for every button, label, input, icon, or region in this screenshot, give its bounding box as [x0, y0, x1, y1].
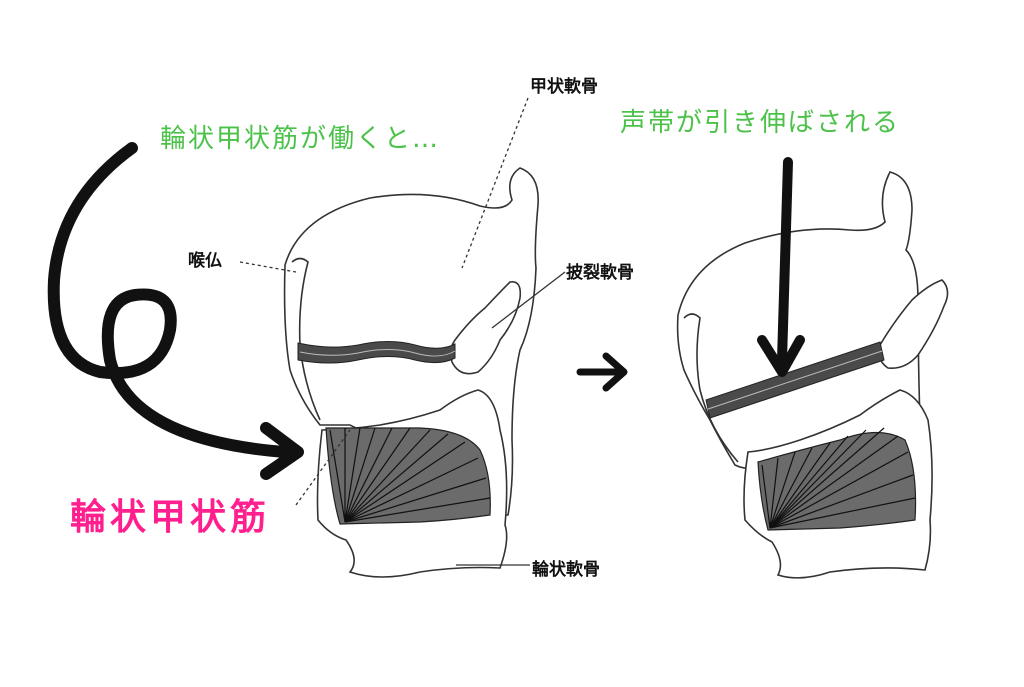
muscle-fiber: [344, 457, 479, 523]
cricothyroid-muscle-right: [757, 427, 917, 531]
muscle-fiber: [769, 451, 909, 529]
down-arrow-head: [757, 335, 805, 377]
curly-arrow: [47, 142, 291, 458]
muscle-fiber: [344, 427, 411, 523]
vocal-fold-left: [297, 341, 456, 364]
muscle-fiber: [769, 474, 914, 529]
vocal-fold-right-line: [707, 350, 883, 410]
muscle-fiber: [769, 451, 796, 529]
muscle-fiber: [344, 429, 431, 523]
muscle-fiber: [769, 447, 813, 529]
muscle-fiber: [344, 427, 393, 523]
muscle-fiber: [344, 433, 449, 523]
arytenoid-cartilage-left: [449, 281, 522, 375]
transition-arrow: [576, 352, 628, 392]
muscle-fiber: [769, 429, 867, 529]
vocal-fold-left-line: [299, 349, 456, 357]
muscle-fiber: [769, 435, 849, 529]
muscle-name-label: 輪状甲状筋: [70, 497, 271, 538]
thyroid-front-ridge-left: [291, 257, 321, 421]
thyroid-front-ridge-right: [683, 313, 739, 463]
muscle-fiber: [769, 497, 916, 529]
leader-thyroid: [461, 97, 529, 269]
cricothyroid-muscle-left: [325, 427, 491, 525]
leader-arytenoid: [491, 271, 566, 329]
muscle-fiber: [769, 442, 831, 529]
label-arytenoid-cartilage: 披裂軟骨: [566, 263, 634, 283]
arytenoid-cartilage-right: [878, 279, 949, 370]
label-thyroid-cartilage: 甲状軟骨: [530, 77, 598, 97]
down-arrow: [777, 157, 793, 365]
muscle-fiber: [329, 429, 346, 523]
curly-arrow-head: [260, 422, 304, 480]
muscle-fiber: [344, 427, 361, 523]
muscle-fiber: [769, 435, 899, 529]
muscle-fiber: [769, 457, 779, 529]
label-cricoid-cartilage: 輪状軟骨: [532, 560, 600, 580]
muscle-fiber: [344, 497, 491, 523]
muscle-fiber: [344, 427, 376, 523]
leader-lines: [239, 97, 566, 566]
muscle-fiber: [769, 427, 885, 529]
caption-left: 輪状甲状筋が働くと…: [160, 124, 441, 154]
muscle-fiber: [344, 477, 487, 523]
label-adams-apple: 喉仏: [188, 251, 222, 271]
muscle-fiber: [344, 441, 466, 523]
caption-right: 声帯が引き伸ばされる: [620, 108, 901, 138]
muscle-fiber: [761, 464, 771, 529]
